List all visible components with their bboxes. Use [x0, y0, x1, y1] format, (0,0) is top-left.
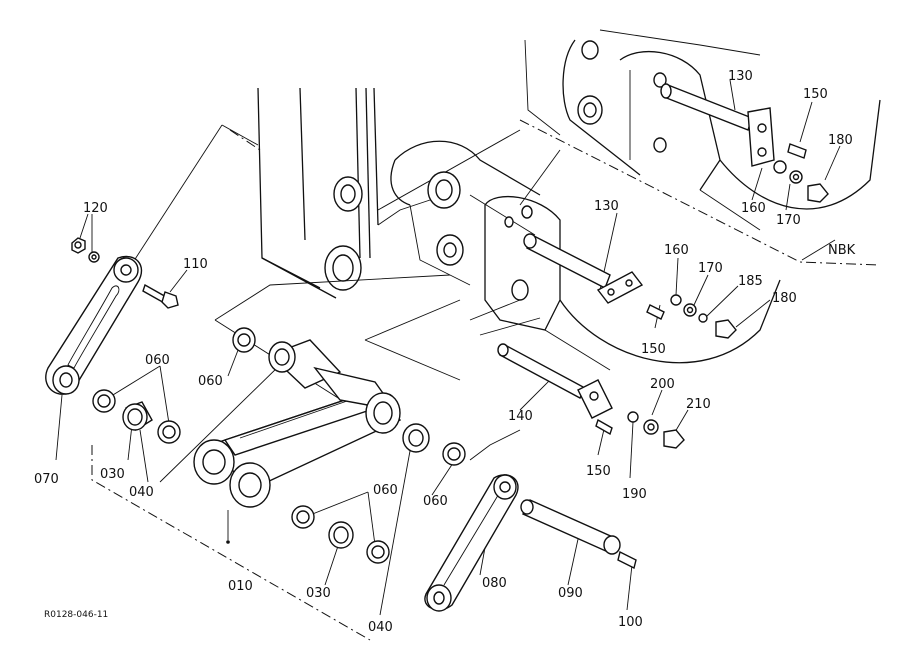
- label-140: 140: [508, 409, 533, 424]
- pivot-130-upper: [660, 83, 829, 203]
- label-170-upper: 170: [776, 213, 801, 228]
- leader-lines: [55, 79, 841, 616]
- label-060-center: 060: [198, 374, 223, 389]
- label-150-upper: 150: [803, 87, 828, 102]
- label-070: 070: [34, 472, 59, 487]
- label-010: 010: [228, 579, 253, 594]
- label-040-lower: 040: [368, 620, 393, 635]
- label-170-middle: 170: [698, 261, 723, 276]
- label-060-lower: 060: [373, 483, 398, 498]
- rod-140: [497, 343, 685, 449]
- label-060-right: 060: [423, 494, 448, 509]
- label-080: 080: [482, 576, 507, 591]
- label-040-left: 040: [129, 485, 154, 500]
- label-060-left: 060: [145, 353, 170, 368]
- label-110: 110: [183, 257, 208, 272]
- pivot-130-middle: [523, 233, 737, 339]
- label-nbk: NBK: [828, 243, 856, 258]
- boundary-lines: [91, 119, 881, 641]
- label-100: 100: [618, 615, 643, 630]
- label-120: 120: [83, 201, 108, 216]
- part-labels: 120 110 060 060 070 030 040 060 060 010 …: [34, 69, 856, 635]
- pin-090: [520, 499, 637, 570]
- label-130-upper: 130: [728, 69, 753, 84]
- link-070: [45, 255, 143, 395]
- label-150-middle: 150: [641, 342, 666, 357]
- label-130-middle: 130: [594, 199, 619, 214]
- spacers-left: [92, 389, 181, 444]
- label-210: 210: [686, 397, 711, 412]
- hardware-120-110: [71, 237, 179, 309]
- frame-structure: [257, 29, 881, 371]
- link-080: [424, 474, 519, 612]
- label-160-upper: 160: [741, 201, 766, 216]
- label-180-upper: 180: [828, 133, 853, 148]
- label-030-left: 030: [100, 467, 125, 482]
- label-190: 190: [622, 487, 647, 502]
- label-150-lower: 150: [586, 464, 611, 479]
- label-160-middle: 160: [664, 243, 689, 258]
- label-090: 090: [558, 586, 583, 601]
- label-030-lower: 030: [306, 586, 331, 601]
- spacers-center: [232, 327, 466, 564]
- label-200: 200: [650, 377, 675, 392]
- label-180-middle: 180: [772, 291, 797, 306]
- reference-code: R0128-046-11: [44, 610, 108, 620]
- arm-010: [193, 339, 402, 544]
- label-185: 185: [738, 274, 763, 289]
